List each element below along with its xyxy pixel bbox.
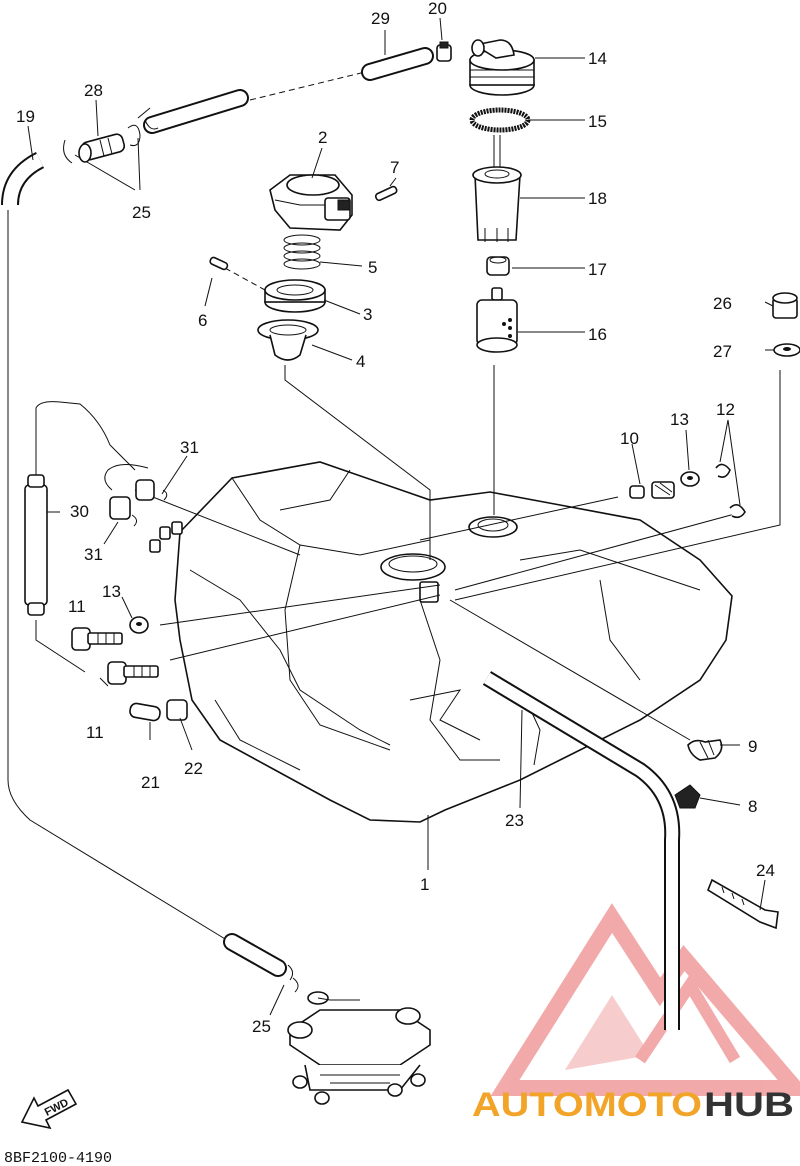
callout-14: 14 <box>588 49 607 68</box>
callout-6: 6 <box>198 311 207 330</box>
clamp-17 <box>486 256 510 276</box>
callout-labels: 1 2 3 4 5 6 7 8 9 10 11 11 12 13 13 14 1… <box>16 0 775 1036</box>
callout-9: 9 <box>748 737 757 756</box>
callout-25b: 25 <box>252 1017 271 1036</box>
filter-18 <box>472 135 522 242</box>
clamp-31a <box>135 479 168 501</box>
callout-29: 29 <box>371 9 390 28</box>
clamp-10 <box>629 481 675 499</box>
callout-31b: 31 <box>84 545 103 564</box>
pin-6 <box>209 256 229 271</box>
callout-11b: 11 <box>86 723 104 742</box>
diagram-code: 8BF2100-4190 <box>4 1150 112 1166</box>
hose-lower <box>223 933 299 993</box>
fwd-arrow-label: FWD <box>43 1097 71 1119</box>
callout-25a: 25 <box>132 203 151 222</box>
hose-29 <box>361 47 434 81</box>
callout-12: 12 <box>716 400 735 419</box>
callout-24: 24 <box>756 861 775 880</box>
hose-30 <box>24 474 48 616</box>
callout-5: 5 <box>368 258 377 277</box>
watermark-word-2: HUB <box>704 1086 794 1124</box>
callout-28: 28 <box>84 81 103 100</box>
clamp-22 <box>166 699 188 721</box>
breather-pipe <box>482 671 681 1030</box>
fuel-cock-14 <box>469 39 535 96</box>
callout-13b: 13 <box>102 582 121 601</box>
fuel-cap-2 <box>269 174 353 231</box>
clamp-31b <box>109 496 138 527</box>
callout-8: 8 <box>748 797 757 816</box>
o-ring-15 <box>469 107 531 133</box>
clip-8 <box>674 784 701 809</box>
callout-11a: 11 <box>68 597 86 616</box>
callout-10: 10 <box>620 429 639 448</box>
callout-1: 1 <box>420 875 429 894</box>
callout-19: 19 <box>16 107 35 126</box>
hose-upper <box>143 89 249 134</box>
callout-15: 15 <box>588 112 607 131</box>
callout-22: 22 <box>184 759 203 778</box>
washer-13-right <box>680 471 700 487</box>
callout-30: 30 <box>70 502 89 521</box>
callout-18: 18 <box>588 189 607 208</box>
callout-26: 26 <box>713 294 732 313</box>
hose-21 <box>129 702 161 722</box>
washer-13-left <box>129 616 149 634</box>
callout-27: 27 <box>713 342 732 361</box>
callout-7: 7 <box>390 158 399 177</box>
callout-17: 17 <box>588 260 607 279</box>
callout-3: 3 <box>363 305 372 324</box>
fitting-28 <box>63 124 141 164</box>
leader-lines <box>7 71 781 946</box>
nut-26 <box>772 292 798 319</box>
washer-27 <box>773 343 800 357</box>
callout-31a: 31 <box>180 438 199 457</box>
callout-leaders <box>27 17 774 1016</box>
callout-23: 23 <box>505 811 524 830</box>
callout-21: 21 <box>141 773 160 792</box>
clip-20 <box>436 41 452 62</box>
callout-16: 16 <box>588 325 607 344</box>
strap-24 <box>707 878 779 930</box>
callout-4: 4 <box>356 352 365 371</box>
callout-2: 2 <box>318 128 327 147</box>
pin-7 <box>374 185 398 202</box>
fwd-arrow: FWD <box>20 1088 78 1130</box>
callout-20: 20 <box>428 0 447 18</box>
watermark-text: AUTOMOTO HUB <box>472 1086 794 1124</box>
clamp-9 <box>687 739 723 761</box>
clip-12 <box>715 463 746 519</box>
bolt-11b <box>107 661 159 685</box>
bolt-11a <box>71 627 123 651</box>
hose-19 <box>1 151 45 206</box>
watermark-logo <box>490 903 800 1096</box>
filter-16 <box>476 287 518 353</box>
fuel-pump <box>287 991 431 1105</box>
ring-3 <box>264 279 326 313</box>
callout-13a: 13 <box>670 410 689 429</box>
spring-5 <box>283 234 321 270</box>
filler-neck-4 <box>257 319 319 361</box>
watermark-word-1: AUTOMOTO <box>472 1086 702 1124</box>
